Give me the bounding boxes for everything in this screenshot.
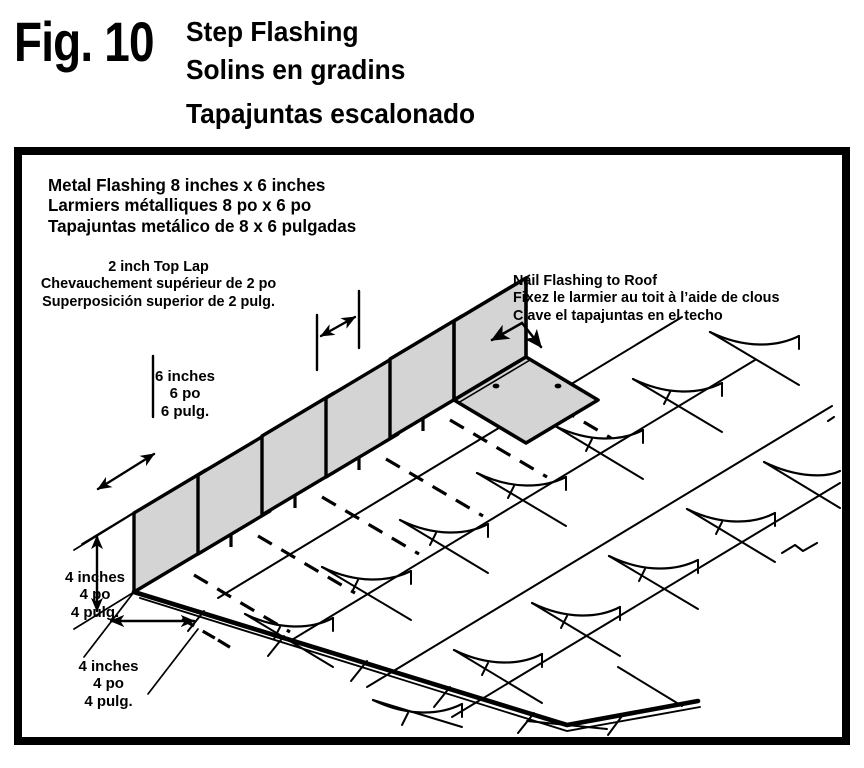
- callout-top-lap-es: Superposición superior de 2 pulg.: [42, 292, 275, 310]
- callout-nail: Nail Flashing to Roof Fixez le larmier a…: [513, 272, 791, 324]
- flashing-panels: [132, 274, 600, 594]
- callout-nail-en: Nail Flashing to Roof: [513, 272, 657, 289]
- illustration-canvas: Metal Flashing 8 inches x 6 inches Larmi…: [22, 155, 842, 737]
- figure-title-en: Step Flashing: [186, 16, 359, 47]
- dimension-label-6-inches: 6 inches 6 po 6 pulg.: [130, 368, 240, 420]
- callout-spec-en: Metal Flashing 8 inches x 6 inches: [48, 175, 326, 195]
- shingle-butt-edges: [243, 330, 842, 714]
- shingle-step-notches: [780, 415, 836, 555]
- callout-nail-es: Clave el tapajuntas en el techo: [513, 306, 723, 324]
- dimension-6-inches-fr: 6 po: [169, 385, 201, 403]
- figure-title-fr: Solins en gradins: [186, 54, 406, 85]
- callout-top-lap-fr: Chevauchement supérieur de 2 po: [40, 275, 277, 293]
- callout-nail-fr: Fixez le larmier au toit à l’aide de clo…: [513, 289, 780, 307]
- dimension-4-width-fr: 4 po: [93, 675, 124, 693]
- title-block: Fig. 10 Step Flashing Solins en gradins …: [0, 0, 864, 147]
- flashing-panel-top-horizontal: [452, 355, 600, 445]
- roof-eave-edge: [131, 589, 701, 736]
- callout-spec-fr: Larmiers métalliques 8 po x 6 po: [48, 195, 312, 216]
- step-flashing-drawing: [73, 274, 842, 736]
- dimension-4-height-es: 4 pulg.: [70, 603, 120, 621]
- figure-number: Fig. 10: [14, 10, 155, 73]
- nail-leader-arrows: [490, 321, 543, 349]
- figure-title-es: Tapajuntas escalonado: [186, 98, 476, 129]
- dimension-2-inch-top-lap: [315, 289, 361, 372]
- nail-dots: [492, 383, 562, 389]
- roof-deck: [217, 316, 842, 730]
- dimension-4-inches-width: [83, 591, 199, 695]
- dimension-6-inches-es: 6 pulg.: [160, 402, 210, 420]
- nail-dot: [554, 383, 562, 389]
- callout-spec: Metal Flashing 8 inches x 6 inches Larmi…: [48, 175, 366, 236]
- illustration-frame: Metal Flashing 8 inches x 6 inches Larmi…: [14, 147, 850, 745]
- dimension-4-height-fr: 4 po: [79, 586, 111, 604]
- callout-spec-es: Tapajuntas metálico de 8 x 6 pulgadas: [48, 215, 357, 236]
- dimension-6-inches-en: 6 inches: [154, 368, 216, 385]
- dimension-label-4-inches-height: 4 inches 4 po 4 pulg.: [36, 569, 154, 621]
- dimension-4-width-es: 4 pulg.: [84, 692, 133, 710]
- dimension-4-width-en: 4 inches: [78, 658, 139, 675]
- nail-dot: [492, 383, 500, 389]
- dimension-4-inches-height: [73, 512, 135, 630]
- dimension-label-4-inches-width: 4 inches 4 po 4 pulg.: [46, 658, 171, 710]
- callout-top-lap-en: 2 inch Top Lap: [108, 258, 209, 275]
- callout-top-lap: 2 inch Top Lap Chevauchement supérieur d…: [36, 258, 281, 310]
- dimension-4-height-en: 4 inches: [64, 569, 126, 586]
